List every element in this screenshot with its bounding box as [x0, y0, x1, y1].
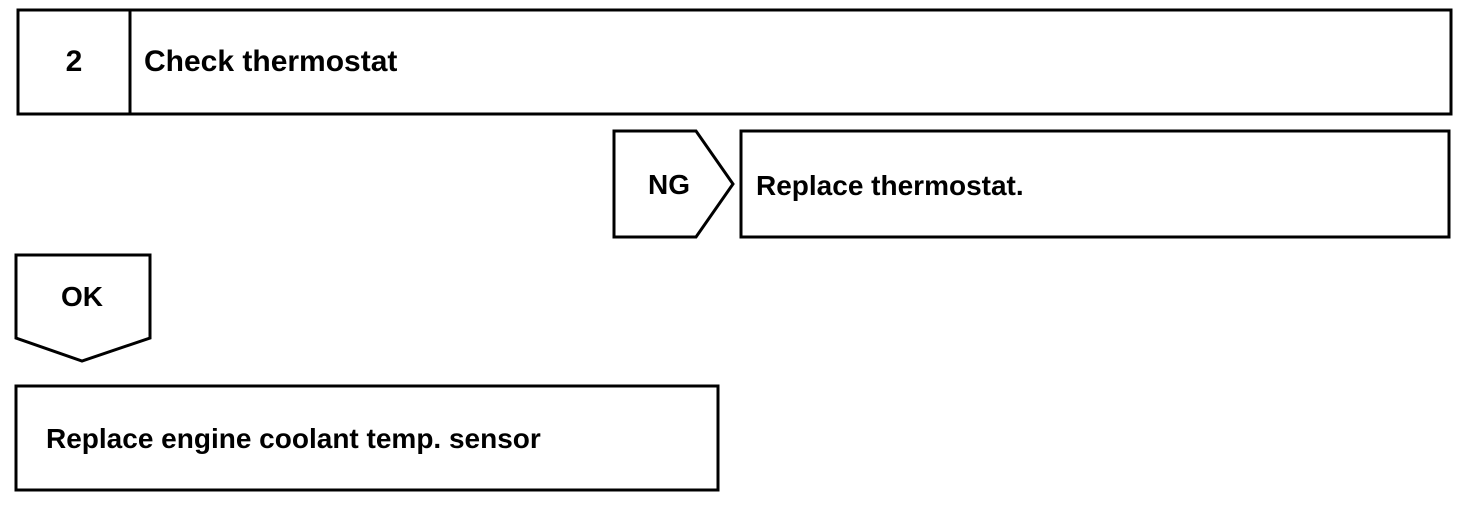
step-title-cell	[128, 8, 1453, 116]
ok-tag-label: OK	[61, 281, 103, 312]
ok-action-text: Replace engine coolant temp. sensor	[46, 423, 541, 454]
ok-action-box	[14, 384, 720, 492]
step-number: 2	[66, 45, 83, 78]
ng-action-box	[739, 129, 1451, 239]
step-number-cell	[16, 8, 132, 116]
step-title: Check thermostat	[144, 45, 397, 78]
ng-arrow-tag	[612, 129, 735, 239]
ng-branch: NG Replace thermostat.	[612, 129, 1451, 239]
ok-arrow-tag	[14, 253, 152, 363]
step-box: 2 Check thermostat	[16, 8, 1453, 116]
ng-action-text: Replace thermostat.	[756, 170, 1024, 201]
ok-branch: OK Replace engine coolant temp. sensor	[14, 253, 720, 492]
ng-tag-label: NG	[648, 169, 690, 200]
